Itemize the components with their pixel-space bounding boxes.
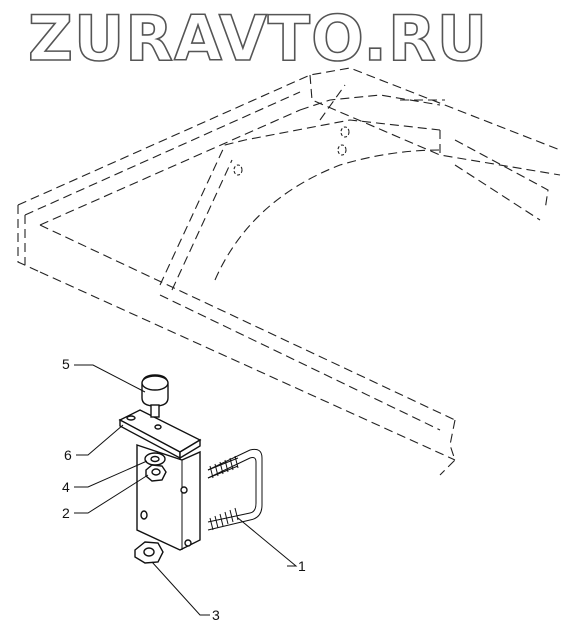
callout-3: 3 xyxy=(212,607,220,623)
leader-lines xyxy=(74,364,298,616)
callout-2: 2 xyxy=(62,505,70,521)
watermark-logo: ZURAVTO.RU xyxy=(27,2,489,75)
vehicle-frame xyxy=(17,67,561,476)
callout-6: 6 xyxy=(64,447,72,463)
callout-1: 1 xyxy=(298,558,306,574)
bracket-assembly xyxy=(118,374,263,564)
callout-4: 4 xyxy=(62,479,70,495)
callout-5: 5 xyxy=(62,356,70,372)
